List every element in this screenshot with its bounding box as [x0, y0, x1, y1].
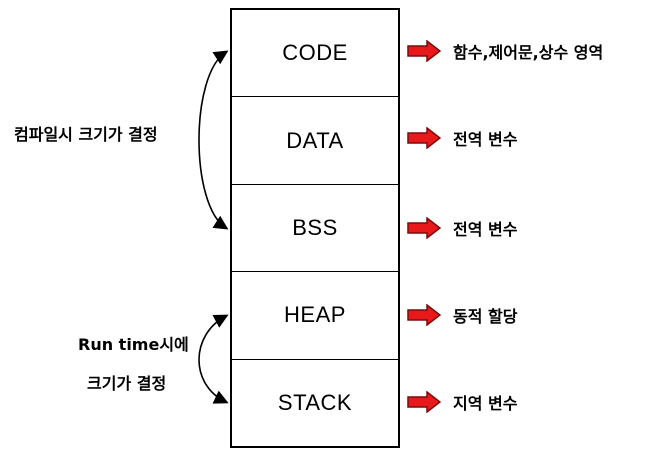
red-arrow-icon: [407, 127, 441, 149]
segment-code: CODE: [282, 40, 348, 66]
runtime-label-line1: Run time시에: [78, 335, 189, 354]
segment-bss: BSS: [232, 183, 398, 271]
segment-bss-desc: 전역 변수: [407, 216, 517, 240]
segment-data: DATA: [232, 96, 398, 183]
compile-time-brace-arrow-icon: [198, 50, 229, 230]
segment-data-desc: 전역 변수: [407, 126, 517, 150]
segment-code-description: 함수,제어문,상수 영역: [453, 43, 604, 62]
segment-stack-desc: 지역 변수: [407, 390, 517, 414]
red-arrow-icon: [407, 304, 441, 326]
segment-stack: STACK: [232, 358, 398, 446]
runtime-label-line2: 크기가 결정: [87, 374, 167, 393]
segment-heap-description: 동적 할당: [453, 307, 518, 326]
segment-code-desc: 함수,제어문,상수 영역: [407, 39, 603, 63]
compile-time-label: 컴파일시 크기가 결정: [14, 125, 158, 144]
memory-segments-box: CODE DATA BSS HEAP STACK: [230, 8, 400, 448]
segment-data-description: 전역 변수: [453, 130, 518, 149]
segment-bss-description: 전역 변수: [453, 220, 518, 239]
red-arrow-icon: [407, 40, 441, 62]
runtime-brace-arrow-icon: [198, 314, 229, 404]
red-arrow-icon: [407, 217, 441, 239]
segment-heap: HEAP: [232, 271, 398, 358]
red-arrow-icon: [407, 391, 441, 413]
segment-stack-description: 지역 변수: [453, 394, 518, 413]
segment-heap-desc: 동적 할당: [407, 303, 517, 327]
